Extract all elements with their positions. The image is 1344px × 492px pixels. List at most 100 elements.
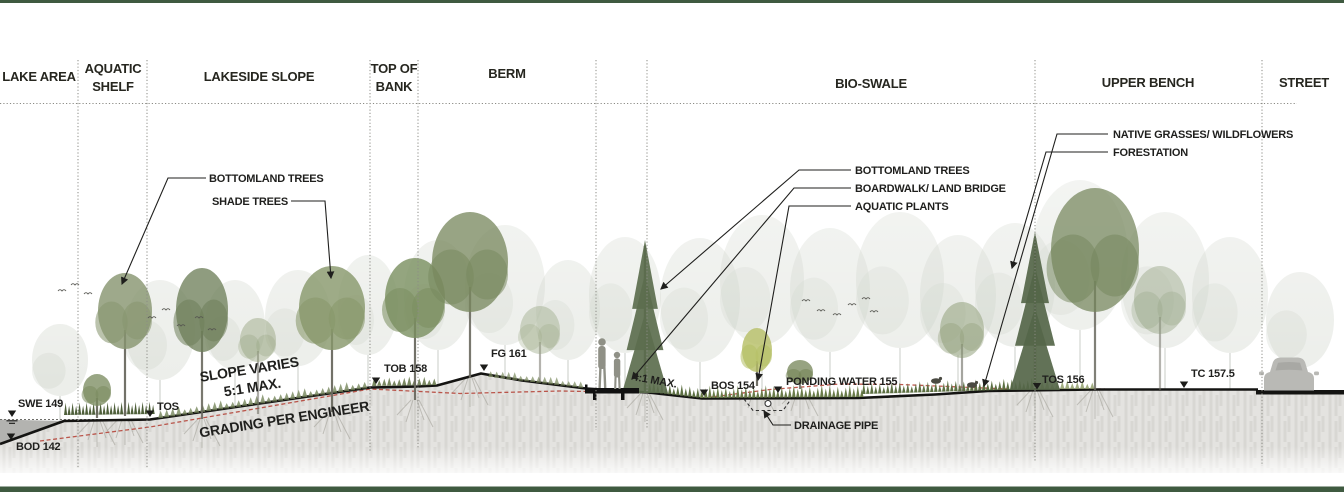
- grass-tufts: [158, 381, 368, 418]
- bird: [147, 316, 157, 319]
- zone-label-bank: BANK: [376, 79, 414, 94]
- label-drainage-pipe: DRAINAGE PIPE: [794, 420, 878, 432]
- critter: [967, 382, 977, 388]
- critter: [931, 378, 941, 384]
- zone-label-lake-area: LAKE AREA: [2, 69, 76, 84]
- root-line: [183, 418, 199, 435]
- zone-labels: LAKE AREA AQUATIC SHELF LAKESIDE SLOPE T…: [2, 61, 1329, 94]
- label-ponding-water: PONDING WATER 155: [786, 376, 897, 388]
- tree-canopy: [798, 369, 813, 381]
- root-line: [333, 411, 342, 433]
- label-swe: SWE 149: [18, 398, 63, 410]
- tree-canopy: [428, 249, 474, 305]
- car-windshield: [1275, 362, 1303, 371]
- tree-canopy: [1090, 234, 1140, 297]
- tree-canopy: [740, 344, 759, 369]
- zone-label-bio-swale: BIO-SWALE: [835, 76, 907, 91]
- label-boardwalk: BOARDWALK/ LAND BRIDGE: [855, 183, 1006, 195]
- leader-lines: [121, 133, 1108, 426]
- tree-canopy: [1046, 234, 1100, 303]
- person-body: [613, 358, 621, 378]
- bird: [207, 328, 217, 331]
- root-line: [418, 399, 434, 428]
- root-line: [1085, 389, 1094, 413]
- root-line: [396, 399, 412, 416]
- root-line: [313, 411, 329, 428]
- bird: [832, 313, 842, 316]
- top-border-bar: [0, 0, 1344, 3]
- car-mirror: [1314, 371, 1319, 376]
- label-bottomland-trees-right: BOTTOMLAND TREES: [855, 165, 970, 177]
- grass-tufts: [64, 401, 155, 415]
- leader-aquatic-plants: [755, 205, 851, 382]
- bird: [801, 299, 811, 302]
- elevation-markers: [6, 364, 1189, 440]
- grass-tufts: [488, 371, 584, 388]
- foreground-trees: [81, 188, 1186, 419]
- conifer-canopy: [626, 273, 664, 351]
- grass-planting: [64, 371, 1095, 418]
- person-body: [598, 346, 606, 369]
- bird: [176, 324, 186, 327]
- root-line: [205, 418, 221, 447]
- root-line: [1098, 389, 1114, 418]
- marker-tc: [1179, 381, 1189, 388]
- bird: [194, 316, 204, 319]
- root-line: [635, 392, 644, 416]
- root-line: [322, 411, 331, 435]
- person-head: [598, 338, 606, 346]
- zone-label-upper-bench: UPPER BENCH: [1102, 75, 1194, 90]
- label-tos-shelf: TOS: [157, 401, 179, 413]
- critter-head: [938, 376, 943, 381]
- tree-canopy: [81, 386, 99, 404]
- marker-ponding: [773, 386, 783, 393]
- label-bottomland-trees-left: BOTTOMLAND TREES: [209, 173, 324, 185]
- root-line: [335, 411, 351, 440]
- root-line: [1096, 389, 1105, 411]
- tree-canopy: [295, 297, 336, 344]
- bird: [70, 283, 80, 286]
- person-legs: [614, 374, 621, 390]
- label-tc: TC 157.5: [1191, 368, 1235, 380]
- conifer-canopy: [1015, 266, 1055, 346]
- bottom-border-bar: [0, 486, 1344, 492]
- marker-tos-bench: [1032, 383, 1042, 390]
- bird: [869, 310, 879, 313]
- tree-canopy: [1157, 291, 1186, 326]
- root-line: [1038, 389, 1054, 418]
- tree-canopy: [95, 301, 128, 344]
- car-body: [1264, 357, 1314, 391]
- leader-native-grasses: [982, 133, 1108, 388]
- root-line: [203, 418, 212, 440]
- leader-forestation: [1010, 151, 1108, 270]
- car-silhouette: [1259, 357, 1319, 391]
- label-tob: TOB 158: [384, 363, 427, 375]
- bird: [847, 303, 857, 306]
- tree-canopy: [755, 344, 772, 367]
- zone-label-shelf: SHELF: [92, 79, 134, 94]
- tree-canopy: [518, 324, 542, 351]
- root-line: [1036, 389, 1045, 411]
- pipe-circle: [764, 399, 772, 408]
- marker-fg: [479, 364, 489, 371]
- bird: [83, 292, 93, 295]
- root-line: [626, 392, 642, 409]
- zone-grid: [0, 60, 1297, 468]
- tree-canopy: [940, 302, 984, 358]
- bird: [57, 289, 67, 292]
- boardwalk-rail-post: [585, 384, 588, 389]
- root-line: [646, 392, 655, 414]
- zone-label-street: STREET: [1279, 75, 1329, 90]
- label-forestation: FORESTATION: [1113, 147, 1188, 159]
- critter-head: [974, 380, 979, 385]
- boardwalk-deck: [585, 388, 639, 394]
- leader-bottomland-left: [121, 177, 206, 286]
- boardwalk-pile: [621, 393, 625, 400]
- boardwalk-pile: [593, 393, 597, 400]
- root-line: [405, 399, 414, 423]
- tree-canopy: [173, 299, 205, 346]
- tree-canopy: [538, 324, 560, 348]
- tree-canopy: [959, 323, 985, 351]
- marker-tos-shelf: [145, 410, 155, 417]
- label-shade-trees: SHADE TREES: [212, 196, 288, 208]
